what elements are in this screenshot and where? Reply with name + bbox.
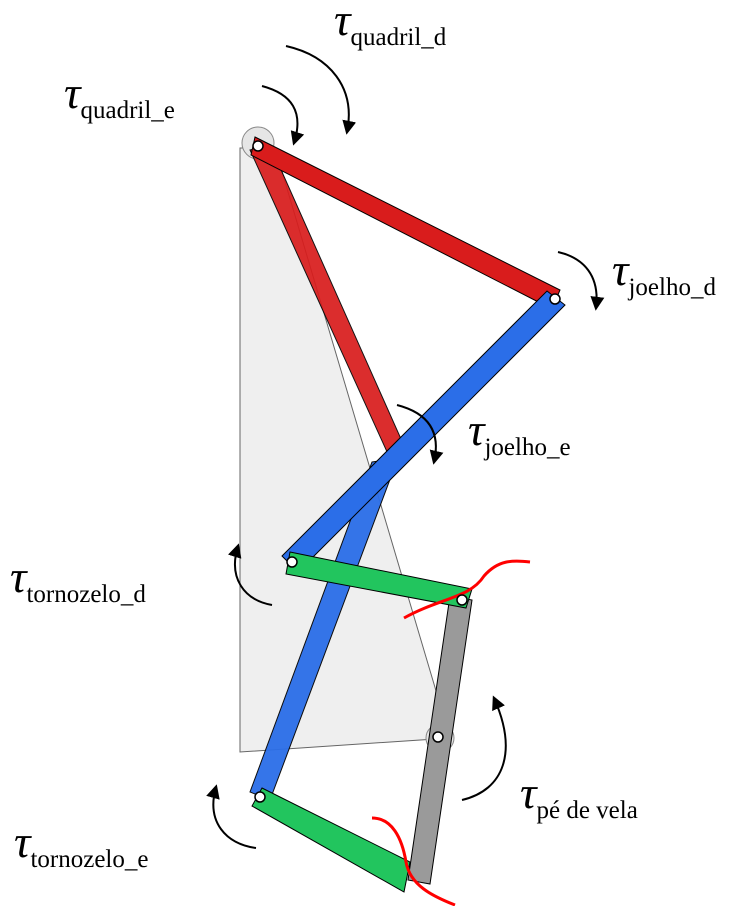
right-foot-link xyxy=(285,551,473,609)
quadril-e-arrow xyxy=(261,85,305,146)
label-tornozelo-d: τtornozelo_d xyxy=(10,551,146,608)
right-ankle-pin xyxy=(286,556,298,568)
left-pedal-curve xyxy=(371,816,456,906)
tornozelo-d-arrow xyxy=(227,543,273,606)
left-ankle-pin xyxy=(254,791,266,803)
tornozelo-e-arrow xyxy=(206,784,257,849)
crank-center-pin xyxy=(432,731,444,743)
right-pedal-pin xyxy=(456,594,468,606)
label-quadril-e: τquadril_e xyxy=(64,67,175,124)
label-joelho-e: τjoelho_e xyxy=(468,404,571,461)
right-pedal-curve xyxy=(403,559,531,620)
pe-de-vela-arrow xyxy=(461,695,507,801)
left-foot-link xyxy=(251,787,411,893)
label-pe-de-vela: τpé de vela xyxy=(520,767,638,824)
label-quadril-d: τquadril_d xyxy=(334,0,447,51)
joelho-d-arrow xyxy=(557,251,605,311)
quadril-d-arrow xyxy=(285,45,357,135)
label-tornozelo-e: τtornozelo_e xyxy=(14,816,148,873)
joelho-e-arrow xyxy=(396,404,444,465)
label-joelho-d: τjoelho_d xyxy=(612,244,716,301)
hip-pin xyxy=(252,140,264,152)
right-knee-pin xyxy=(549,293,561,305)
